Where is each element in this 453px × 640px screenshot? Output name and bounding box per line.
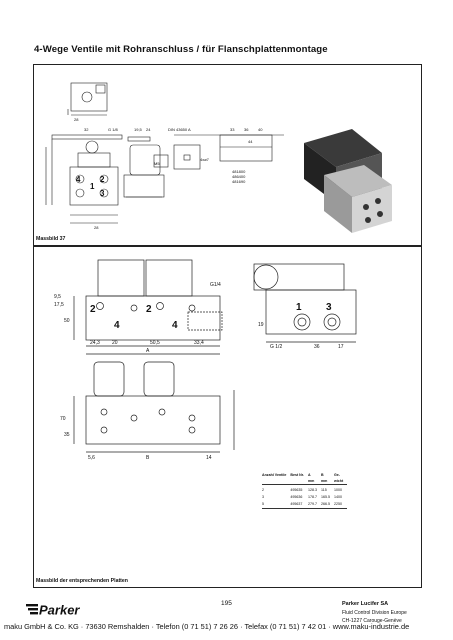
dim-33-4: 33,4 [194, 340, 204, 346]
dim-holes: 4xø7 [200, 157, 210, 162]
table-row: 5 495637 279.7 266.5 2250 [262, 500, 348, 509]
plate-port-1: 1 [296, 302, 302, 313]
plate-port-4b: 4 [172, 320, 178, 331]
cell: 279.7 [307, 500, 321, 509]
dim-b: B [146, 455, 150, 461]
code-2: 486400 [232, 174, 246, 179]
dim-24: 24 [146, 127, 151, 132]
cell: 1000 [333, 484, 348, 494]
port-1: 1 [90, 182, 95, 191]
cell: 178.7 [307, 495, 317, 499]
panel1-caption: Massbild 37 [36, 236, 66, 242]
dim-17-5: 17,5 [54, 302, 64, 308]
dim-g12: G 1/2 [270, 344, 282, 350]
plate-port-2b: 2 [146, 304, 152, 315]
port-4: 4 [76, 175, 81, 184]
cell: 5 [262, 500, 291, 509]
plate-port-4a: 4 [114, 320, 120, 331]
plate-drawing: G1/4 50 17,5 9,5 24,3 20 50,5 33,4 A 70 … [54, 259, 357, 461]
page-number: 195 [221, 600, 232, 607]
dim-19-5: 19,5 [134, 127, 143, 132]
port-2: 2 [100, 175, 105, 184]
col-gewicht: Ge- [333, 473, 340, 477]
cell: 2250 [333, 500, 348, 509]
sub-b: mm [320, 479, 328, 483]
table-row: 2 495635 128.3 115 1000 [262, 484, 348, 494]
dim-din: DIN 43650 A [168, 127, 191, 132]
code-3: 481690 [232, 179, 246, 184]
table-subheader-row: mm mm wicht [262, 478, 347, 485]
dim-5-6: 5,6 [88, 455, 95, 461]
dim-24-3: 24,3 [90, 340, 100, 346]
page-title: 4-Wege Ventile mit Rohranschluss / für F… [34, 44, 328, 55]
sub-a: mm [307, 479, 315, 483]
col-best-nr: Best Nr. [290, 473, 304, 477]
valve-3d-icon [304, 129, 392, 233]
dim-33: 33 [230, 127, 235, 132]
cell: 165.5 [320, 495, 330, 499]
dim-28: 28 [74, 117, 79, 122]
dim-17: 17 [338, 344, 344, 350]
dim-thread: G 1/8 [108, 127, 119, 132]
dimension-drawing-37: 28 32 G 1/8 19,5 24 DIN 43650 A 36 44 33… [45, 82, 392, 233]
sub-gewicht: wicht [333, 479, 344, 483]
cell: 495635 [290, 484, 308, 494]
dim-14: 14 [206, 455, 212, 461]
logo-text: Parker [39, 603, 80, 618]
dim-20: 20 [112, 340, 118, 346]
cell: 2 [262, 484, 291, 494]
port-3: 3 [100, 189, 105, 198]
cell: 1400 [333, 495, 342, 499]
contact-line: maku GmbH & Co. KG · 73630 Remshalden · … [4, 622, 410, 631]
col-anzahl: Anzahl Ventile [262, 473, 287, 477]
company-division: Fluid Control Division Europe [342, 610, 407, 616]
table-row: 3 495636 178.7 165.5 1400 [262, 494, 347, 501]
parker-logo: Parker [26, 600, 88, 618]
plate-port-3: 3 [326, 302, 332, 313]
cell: 266.5 [320, 500, 334, 509]
drawing-panel-2 [33, 246, 422, 588]
dim-40: 40 [258, 127, 263, 132]
dim-a: A [146, 348, 150, 354]
dim-19: 19 [258, 322, 264, 328]
cell: 128.3 [307, 484, 321, 494]
dim-32: 32 [84, 127, 89, 132]
dim-9-5: 9,5 [54, 294, 61, 300]
company-address: CH-1227 Carouge-Genève [342, 618, 402, 624]
dim-50: 50 [64, 318, 70, 324]
col-b: B [320, 473, 324, 477]
col-a: A [307, 473, 311, 477]
cell: 3 [262, 495, 264, 499]
dim-70: 70 [60, 416, 66, 422]
plate-port-2a: 2 [90, 304, 96, 315]
company-name: Parker Lucifer SA [342, 601, 389, 607]
dim-36: 36 [314, 344, 320, 350]
dim-m5: M5 [154, 161, 160, 166]
code-1: 481800 [232, 169, 246, 174]
dim-g14: G1/4 [210, 282, 221, 288]
dim-50-5: 50,5 [150, 340, 160, 346]
cell: 495636 [290, 495, 303, 499]
cell: 115 [320, 484, 334, 494]
panel2-caption: Massbild der entsprechenden Platten [36, 578, 128, 584]
dim-44: 44 [248, 139, 253, 144]
dim-28b: 28 [94, 225, 99, 230]
drawing-panel-1 [33, 64, 422, 246]
cell: 495637 [290, 500, 308, 509]
table-header-row: Anzahl Ventile Best Nr. A B Ge- [262, 472, 347, 478]
parker-logo-icon: Parker [26, 603, 80, 618]
dim-36: 36 [244, 127, 249, 132]
valve-table: Anzahl Ventile Best Nr. A B Ge- mm mm wi… [262, 472, 348, 509]
dim-35: 35 [64, 432, 70, 438]
